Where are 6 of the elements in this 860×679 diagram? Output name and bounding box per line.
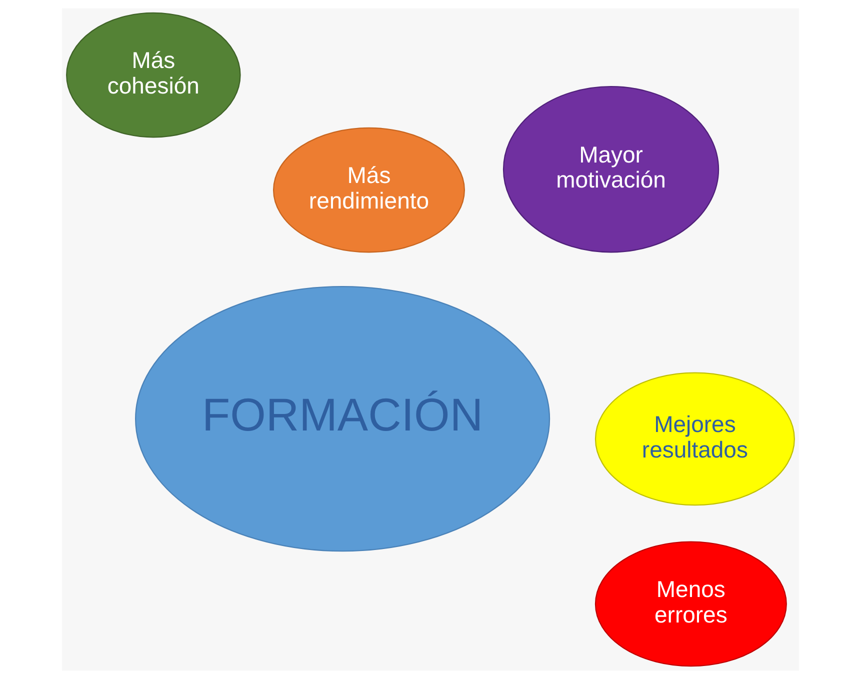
node-ellipse: Más rendimiento (272, 127, 464, 253)
node-ellipse: Mejores resultados (594, 372, 794, 506)
node-ellipse: FORMACIÓN (134, 286, 550, 552)
node-ellipse: Mayor motivación (502, 86, 719, 253)
node-ellipse: Menos errores (594, 541, 786, 667)
node-ellipse: Más cohesión (66, 12, 240, 138)
